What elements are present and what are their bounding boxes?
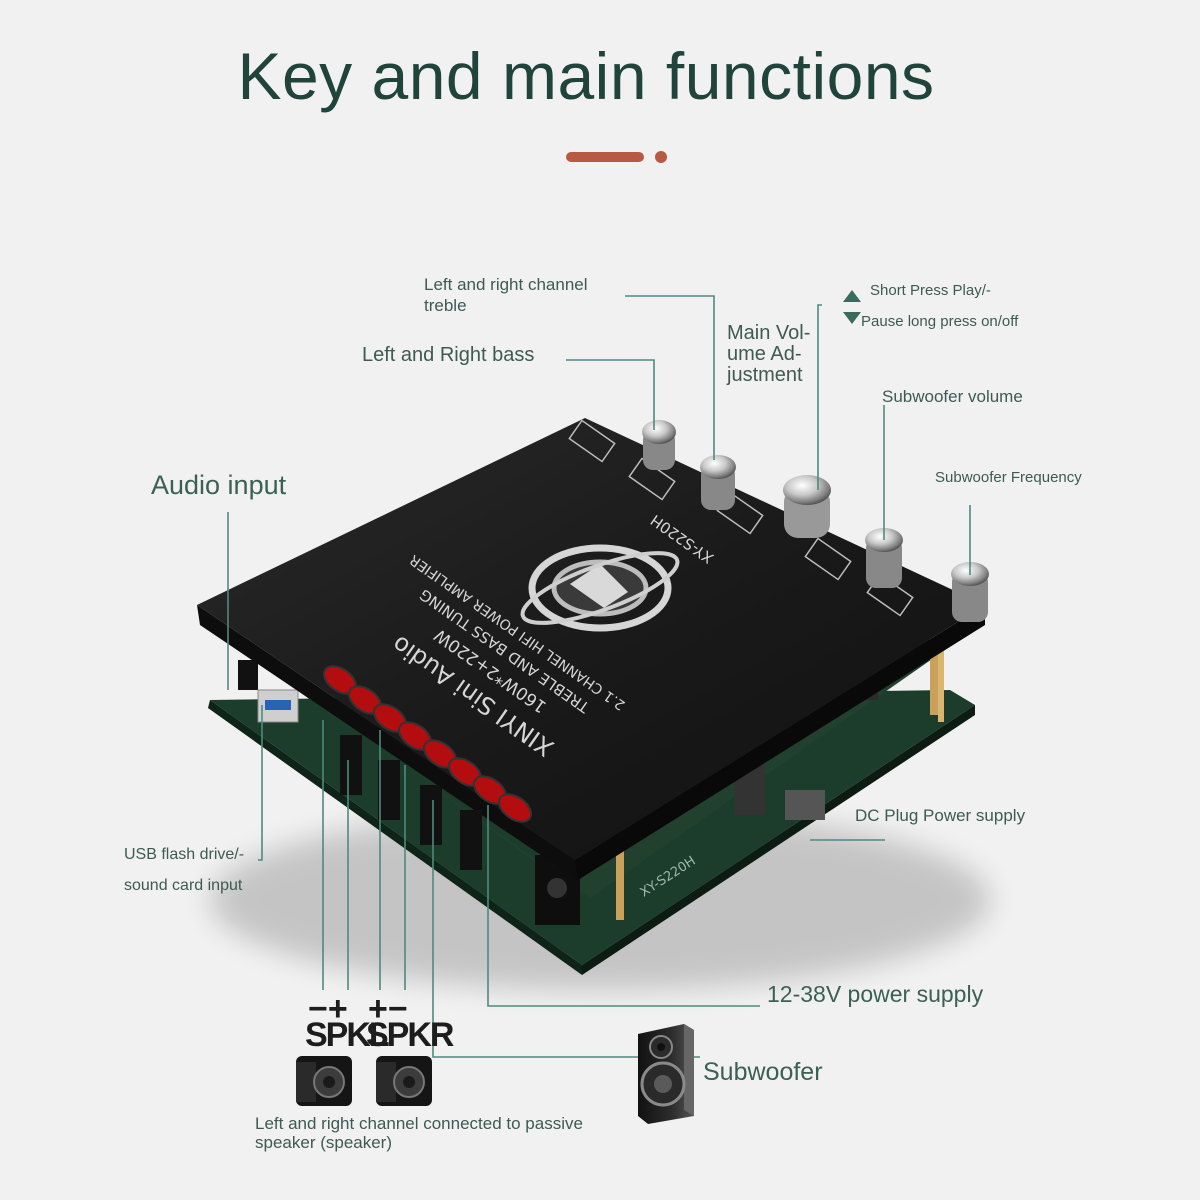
right-speaker-icon: [376, 1056, 432, 1106]
label-subwoofer: Subwoofer: [703, 1058, 823, 1086]
label-treble: Left and right channel treble: [424, 274, 588, 317]
spkl-label: SPKL: [305, 1016, 390, 1054]
speaker-terminals: [322, 665, 533, 823]
label-main-volume: Main Vol- ume Ad- justment: [727, 323, 810, 386]
knob-subwoofer-volume: [865, 528, 903, 588]
knob-play-volume: [783, 475, 831, 538]
spkl-polarity: −+: [308, 990, 348, 1028]
terminal-blocks: [340, 735, 482, 870]
lower-pcb-edge-right: [582, 705, 975, 975]
label-power-supply: 12-38V power supply: [767, 981, 984, 1007]
top-board: [197, 418, 985, 860]
spkr-label: SPKR: [366, 1016, 454, 1054]
label-play-pause-line1: Short Press Play/-: [870, 282, 991, 299]
label-passive-speaker-line2: speaker (speaker): [255, 1133, 393, 1152]
top-board-left-side: [197, 605, 578, 880]
leader-subwoofer: [432, 800, 700, 1058]
label-usb-line2: sound card input: [124, 877, 243, 894]
leader-treble: [625, 295, 715, 460]
label-usb-line1: USB flash drive/-: [124, 846, 245, 863]
arrow-up-icon: [843, 290, 861, 302]
label-main-volume-line1: Main Vol-: [727, 322, 811, 344]
standoff: [938, 634, 944, 722]
logo-emblem: [520, 544, 680, 632]
top-board-right-side: [575, 605, 985, 880]
knob-treble: [642, 420, 676, 470]
title-accent-bar: [566, 152, 644, 162]
label-audio-input: Audio input: [151, 470, 287, 500]
label-play-pause-line2: Pause long press on/off: [861, 313, 1019, 330]
dc-jack-hole: [547, 878, 567, 898]
label-main-volume-line2: ume Ad-: [727, 343, 802, 365]
inductor: [785, 790, 825, 820]
subwoofer-icon: [638, 1024, 694, 1124]
label-sub-volume: Subwoofer volume: [882, 387, 1023, 406]
arrow-down-icon: [843, 312, 861, 324]
leader-play: [817, 304, 822, 490]
page-title: Key and main functions: [237, 39, 935, 113]
label-treble-line2: treble: [424, 296, 467, 316]
leader-bass: [566, 359, 655, 430]
knob-main-volume: [700, 455, 736, 510]
standoff: [616, 840, 624, 920]
left-speaker-icon: [296, 1056, 352, 1106]
label-sub-frequency: Subwoofer Frequency: [935, 469, 1082, 486]
leader-usb: [258, 705, 263, 861]
label-dc-plug: DC Plug Power supply: [855, 806, 1026, 825]
spkr-polarity: +−: [368, 990, 408, 1028]
title-accent-dot: [655, 151, 667, 163]
standoff: [930, 640, 938, 715]
label-treble-line1: Left and right channel: [424, 275, 588, 294]
aux-jack: [238, 660, 258, 690]
label-passive-speaker-line1: Left and right channel connected to pass…: [255, 1114, 583, 1133]
label-main-volume-line3: justment: [727, 364, 803, 386]
usb-port-inner: [265, 700, 291, 710]
leader-power: [487, 805, 760, 1007]
leader-lines: [227, 295, 971, 1058]
label-passive-speaker: Left and right channel connected to pass…: [255, 1114, 583, 1152]
label-bass: Left and Right bass: [362, 344, 535, 366]
